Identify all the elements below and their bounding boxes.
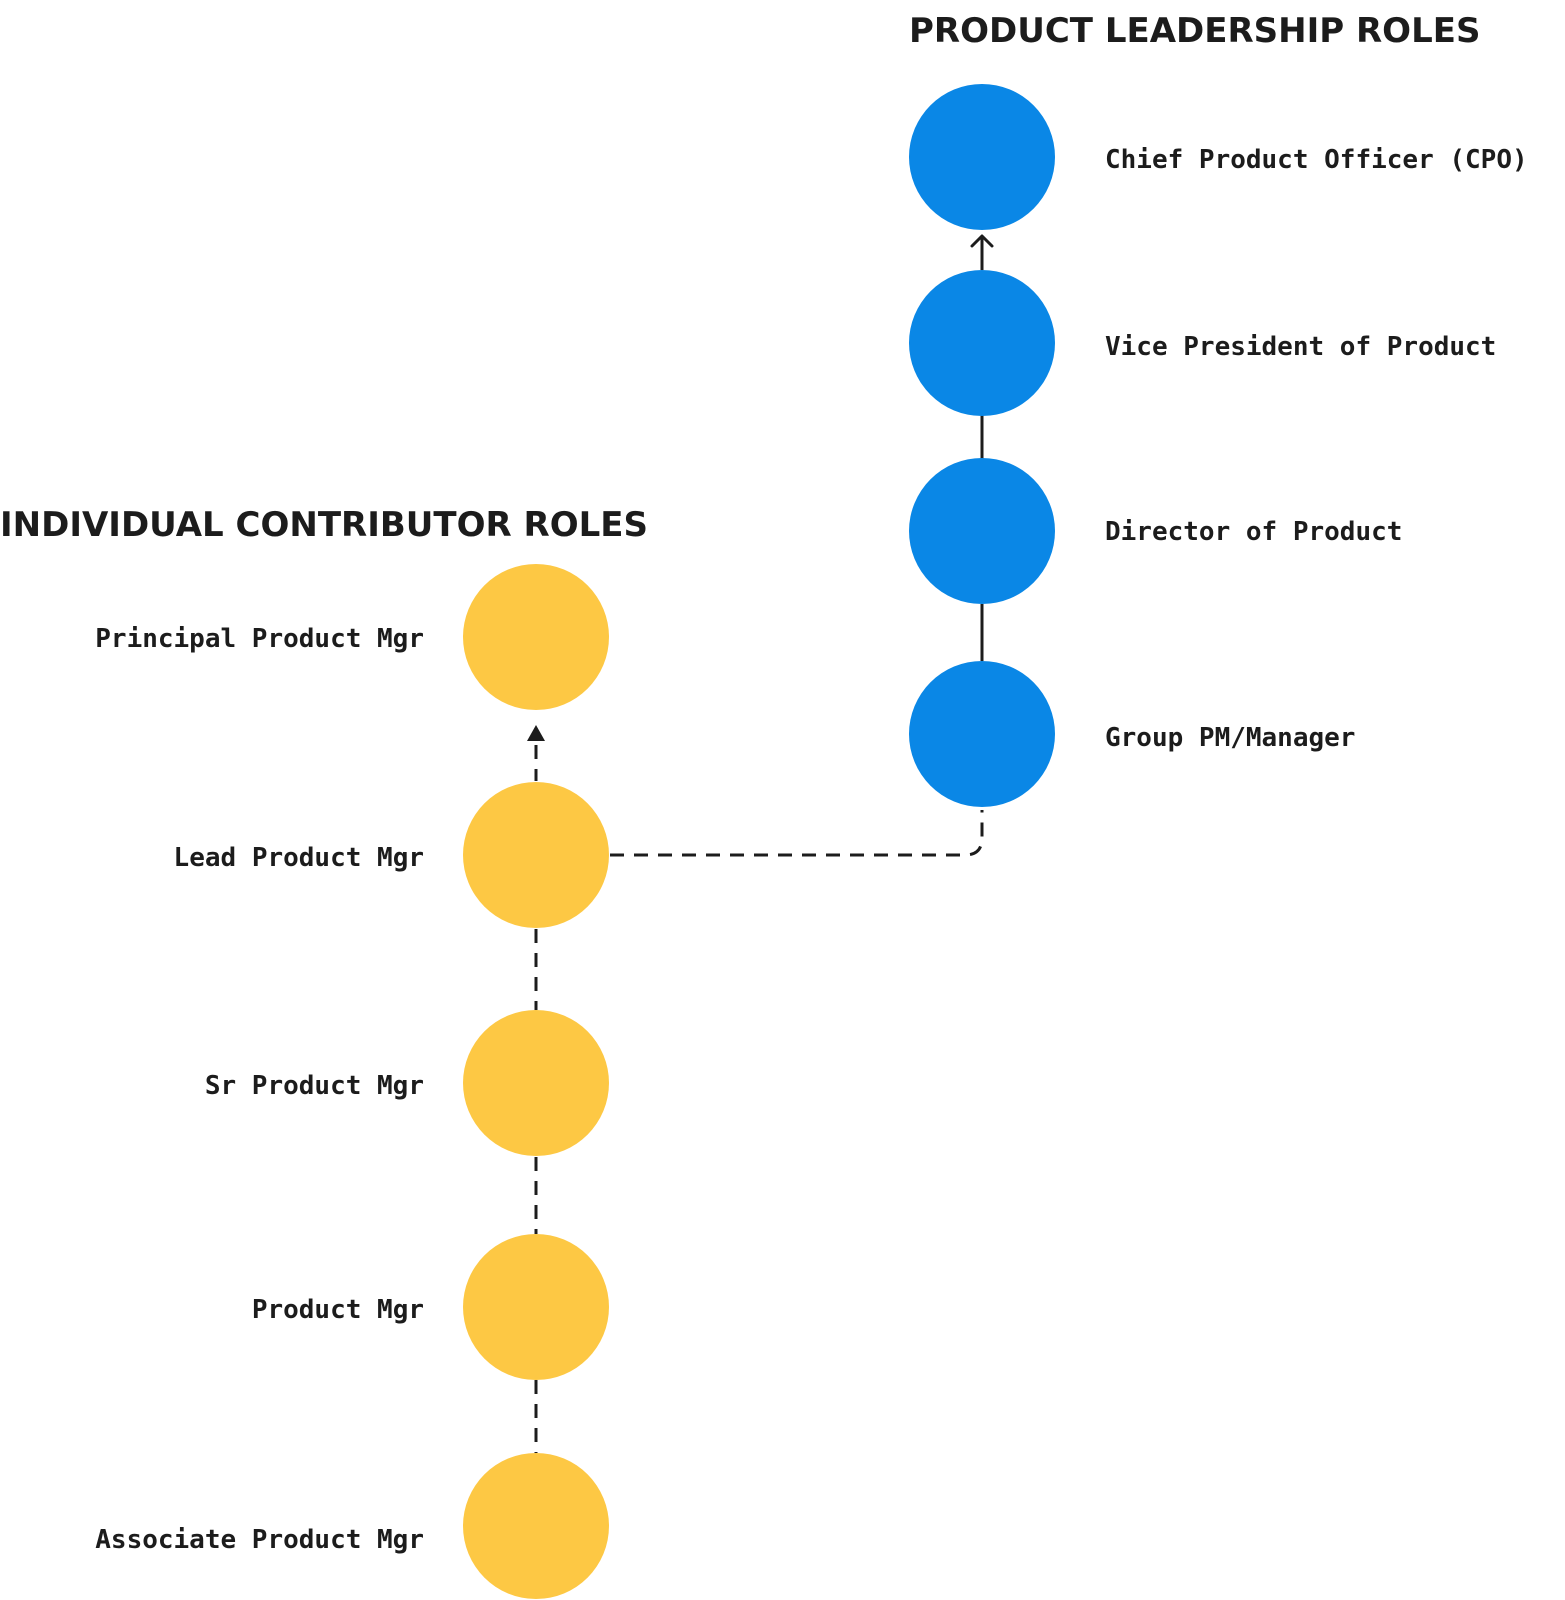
label-lead-product-mgr: Lead Product Mgr [174,843,424,873]
label-product-mgr: Product Mgr [252,1295,424,1325]
connectors [527,234,994,1453]
individual-contributor-heading: INDIVIDUAL CONTRIBUTOR ROLES [0,505,648,545]
arrowhead-open-up [970,234,994,248]
label-group-pm-manager: Group PM/Manager [1105,723,1355,753]
node-chief-product-officer [909,84,1055,230]
label-director-of-product: Director of Product [1105,517,1402,547]
edge-lead-to-group-pm [610,810,984,857]
leadership-heading: PRODUCT LEADERSHIP ROLES [909,11,1480,51]
label-vice-president-of-product: Vice President of Product [1105,332,1496,362]
individual-contributor-labels: Principal Product Mgr Lead Product Mgr S… [95,624,424,1555]
leadership-nodes [909,84,1055,807]
node-product-mgr [463,1234,609,1380]
node-associate-product-mgr [463,1453,609,1599]
arrowhead-filled-up [527,725,545,741]
node-vice-president-of-product [909,270,1055,416]
individual-contributor-nodes [463,564,609,1599]
label-associate-product-mgr: Associate Product Mgr [95,1525,424,1555]
node-lead-product-mgr [463,782,609,928]
leadership-labels: Chief Product Officer (CPO) Vice Preside… [1105,145,1528,753]
label-principal-product-mgr: Principal Product Mgr [95,624,424,654]
label-sr-product-mgr: Sr Product Mgr [205,1071,424,1101]
node-director-of-product [909,458,1055,604]
node-principal-product-mgr [463,564,609,710]
node-group-pm-manager [909,661,1055,807]
label-chief-product-officer: Chief Product Officer (CPO) [1105,145,1528,175]
node-sr-product-mgr [463,1010,609,1156]
